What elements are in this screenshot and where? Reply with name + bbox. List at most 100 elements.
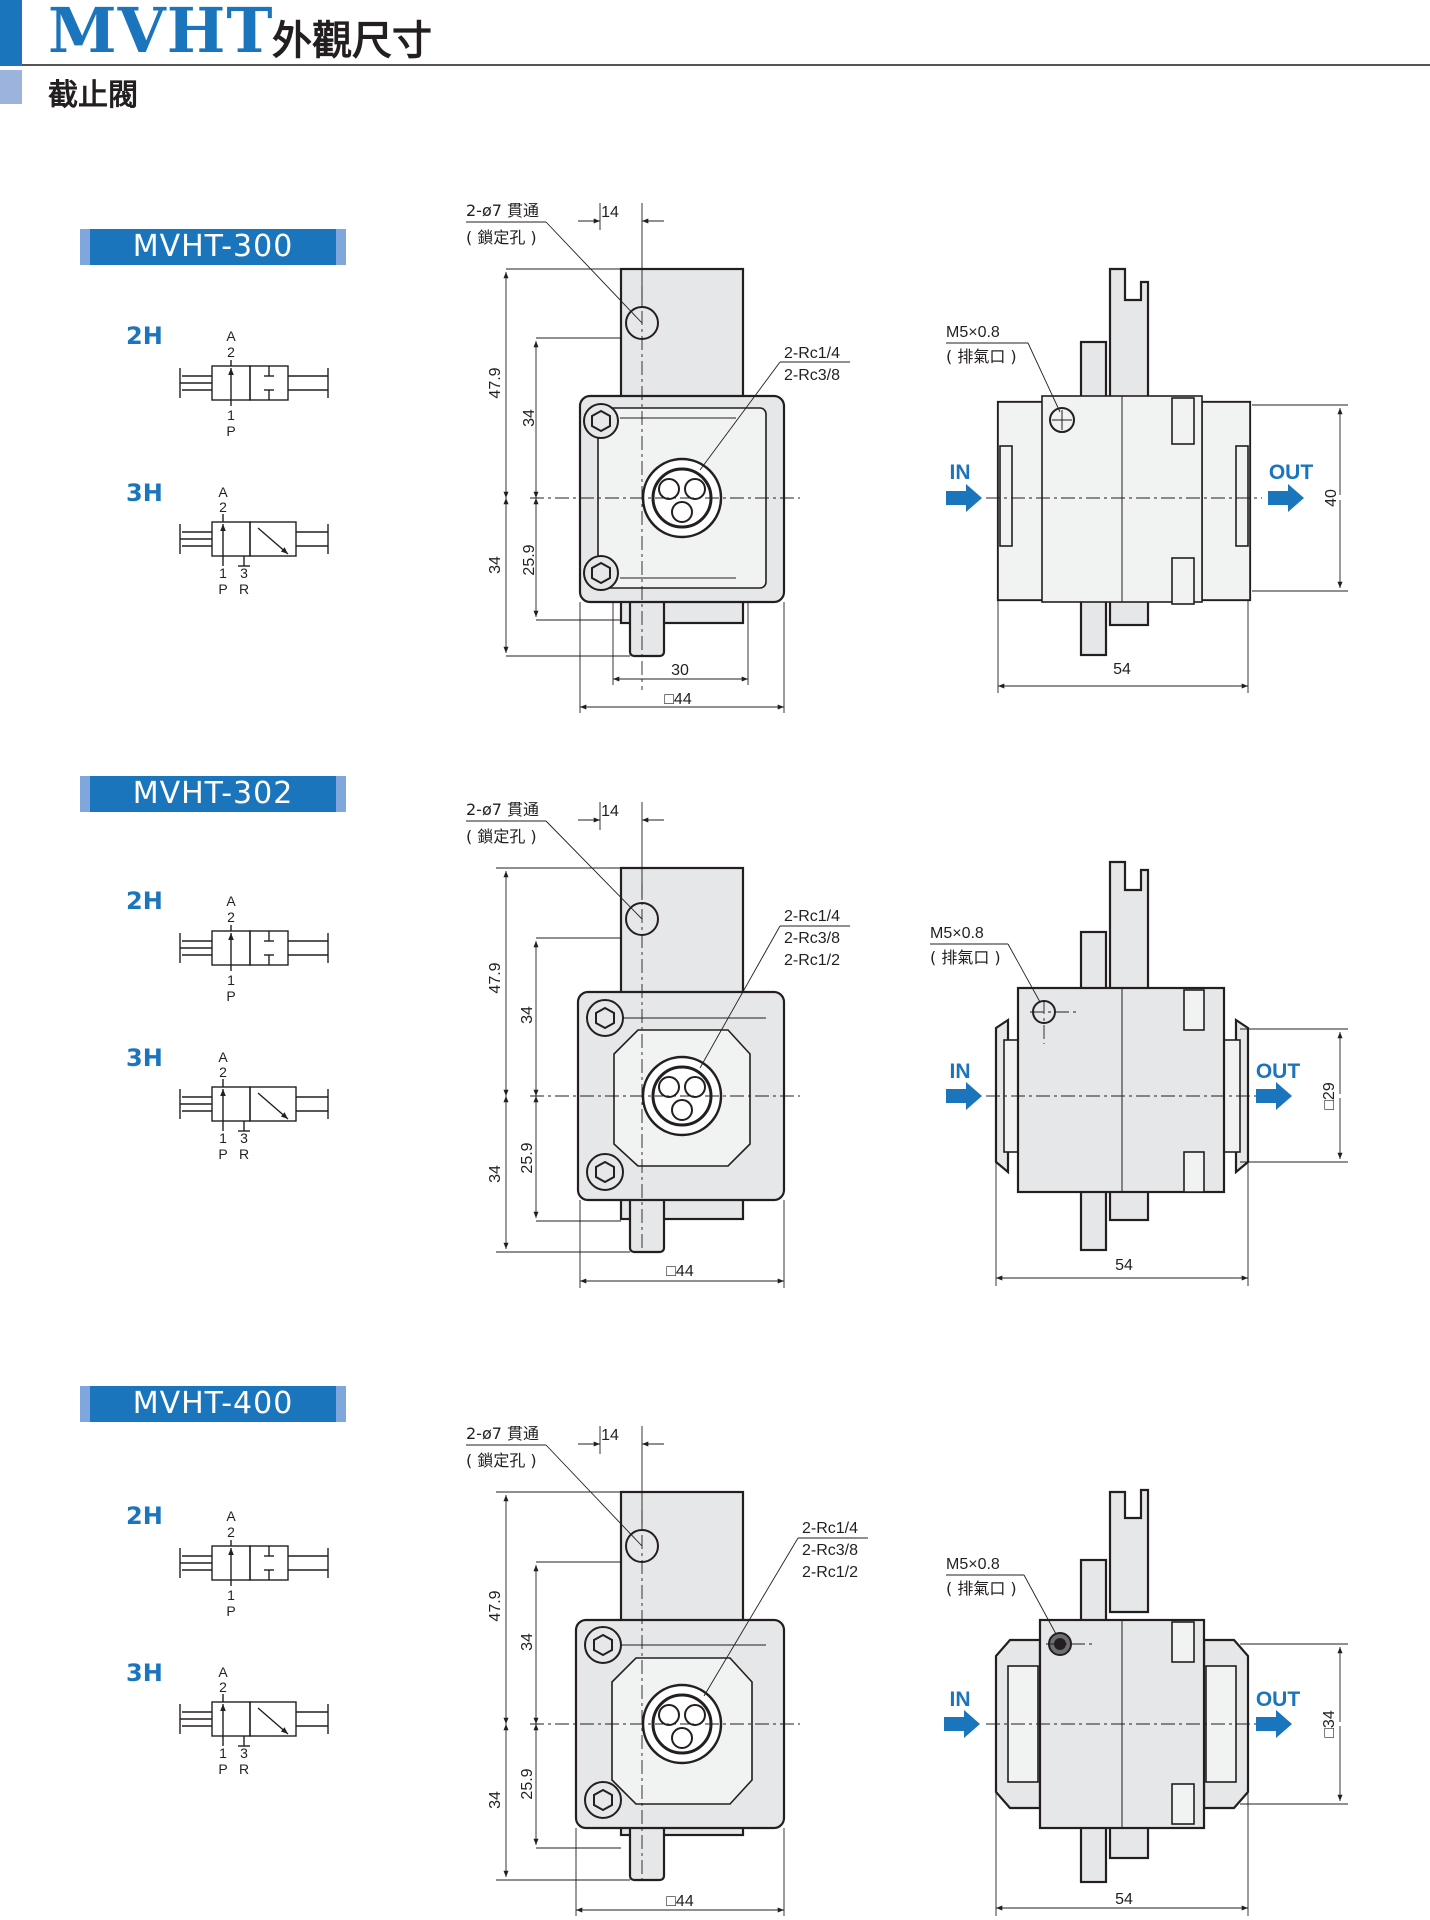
exhaust-note: M5×0.8 bbox=[946, 324, 1000, 341]
dim-side-height: □29 bbox=[1321, 1082, 1338, 1110]
dim-side-height: □34 bbox=[1321, 1710, 1338, 1738]
dim-14: 14 bbox=[601, 1427, 619, 1444]
symbol-2h-diagram: A 2 1 P bbox=[180, 893, 328, 1004]
symbol-2h-diagram: A 2 1 P bbox=[180, 328, 328, 439]
port-label-p: P bbox=[226, 423, 235, 439]
port-note-line-1: 2-Rc1/4 bbox=[784, 908, 840, 925]
exhaust-note-sub: ( 排氣口 ) bbox=[946, 1579, 1017, 1598]
port-label-3: 3 bbox=[240, 1130, 248, 1146]
out-arrow-icon bbox=[1256, 1082, 1292, 1110]
port-label-a: A bbox=[226, 328, 236, 344]
port-label-2: 2 bbox=[219, 499, 227, 515]
port-label-2: 2 bbox=[219, 1064, 227, 1080]
port-label-1: 1 bbox=[227, 407, 235, 423]
symbol-label-3h: 3H bbox=[126, 479, 163, 507]
in-label: IN bbox=[950, 1688, 971, 1711]
port-label-2: 2 bbox=[219, 1679, 227, 1695]
dim-side-height: 40 bbox=[1323, 489, 1340, 507]
subtitle-accent-bar bbox=[0, 70, 22, 104]
symbol-3h-diagram: A 2 1 3 P R bbox=[180, 1664, 328, 1777]
section-mvht-400: A 2 1 P A 2 1 3 P R bbox=[180, 1424, 1348, 1916]
port-label-p: P bbox=[218, 581, 227, 597]
port-label-r: R bbox=[239, 581, 249, 597]
exhaust-note-sub: ( 排氣口 ) bbox=[930, 948, 1001, 967]
port-label-1: 1 bbox=[227, 972, 235, 988]
out-label: OUT bbox=[1256, 1060, 1301, 1083]
port-label-2: 2 bbox=[227, 344, 235, 360]
port-label-a: A bbox=[226, 1508, 236, 1524]
in-arrow-icon bbox=[946, 484, 982, 512]
hole-note: 2-ø7 貫通 bbox=[466, 201, 539, 220]
title-accent-bar bbox=[0, 0, 22, 66]
dim-44: □44 bbox=[664, 691, 692, 708]
port-label-1: 1 bbox=[219, 565, 227, 581]
model-badge-mvht-300: MVHT-300 bbox=[80, 229, 346, 265]
symbol-2h-diagram: A 2 1 P bbox=[180, 1508, 328, 1619]
section-mvht-300: A 2 1 P A 2 1 3 P R bbox=[180, 201, 1348, 713]
port-note-line-1: 2-Rc1/4 bbox=[784, 345, 840, 362]
dim-54: 54 bbox=[1115, 1257, 1133, 1274]
exhaust-note-sub: ( 排氣口 ) bbox=[946, 347, 1017, 366]
model-badge-mvht-302: MVHT-302 bbox=[80, 776, 346, 812]
hole-note-sub: ( 鎖定孔 ) bbox=[466, 228, 537, 247]
port-label-p: P bbox=[226, 1603, 235, 1619]
dim-34-lower: 34 bbox=[487, 1165, 504, 1183]
dim-47-9: 47.9 bbox=[487, 962, 504, 993]
dim-44: □44 bbox=[666, 1893, 694, 1910]
port-label-a: A bbox=[218, 1664, 228, 1680]
section-mvht-302: A 2 1 P A 2 1 3 P R bbox=[180, 800, 1348, 1288]
front-view: 14 2-ø7 貫通 ( 鎖定孔 ) 2-Rc1/4 2-Rc3/8 2-Rc1… bbox=[466, 800, 850, 1288]
out-arrow-icon bbox=[1256, 1710, 1292, 1738]
in-arrow-icon bbox=[946, 1082, 982, 1110]
port-label-1: 1 bbox=[227, 1587, 235, 1603]
dim-34-lower: 34 bbox=[487, 1791, 504, 1809]
out-arrow-icon bbox=[1268, 484, 1304, 512]
symbol-label-2h: 2H bbox=[126, 887, 163, 915]
side-view: M5×0.8 ( 排氣口 ) IN OUT □29 54 bbox=[930, 860, 1348, 1286]
port-label-a: A bbox=[218, 484, 228, 500]
hole-note: 2-ø7 貫通 bbox=[466, 800, 539, 819]
dim-47-9: 47.9 bbox=[487, 367, 504, 398]
symbol-label-2h: 2H bbox=[126, 322, 163, 350]
port-note-line-1: 2-Rc1/4 bbox=[802, 1520, 858, 1537]
dim-44: □44 bbox=[666, 1263, 694, 1280]
page-subtitle: 截止閥 bbox=[48, 78, 138, 113]
model-badge-mvht-400: MVHT-400 bbox=[80, 1386, 346, 1422]
port-note-line-2: 2-Rc3/8 bbox=[784, 930, 840, 947]
exhaust-note: M5×0.8 bbox=[930, 925, 984, 942]
in-label: IN bbox=[950, 461, 971, 484]
hole-note-sub: ( 鎖定孔 ) bbox=[466, 1451, 537, 1470]
symbol-3h-diagram: A 2 1 3 P R bbox=[180, 484, 328, 597]
symbol-label-2h: 2H bbox=[126, 1502, 163, 1530]
port-label-a: A bbox=[218, 1049, 228, 1065]
exhaust-note: M5×0.8 bbox=[946, 1556, 1000, 1573]
front-view: 14 2-ø7 貫通 ( 鎖定孔 ) 2-Rc1/4 2-Rc3/8 2-Rc1… bbox=[466, 1424, 868, 1916]
port-label-p: P bbox=[218, 1761, 227, 1777]
symbol-3h-diagram: A 2 1 3 P R bbox=[180, 1049, 328, 1162]
front-view: 14 2-ø7 貫通 ( 鎖定孔 ) 2-Rc1/4 2-Rc3/8 47.9 … bbox=[466, 201, 850, 713]
side-view: M5×0.8 ( 排氣口 ) IN OUT 40 54 bbox=[946, 267, 1348, 693]
out-label: OUT bbox=[1269, 461, 1314, 484]
port-label-3: 3 bbox=[240, 1745, 248, 1761]
page-title: MVHT bbox=[48, 0, 274, 67]
symbol-label-3h: 3H bbox=[126, 1044, 163, 1072]
dim-34-upper: 34 bbox=[519, 1633, 536, 1651]
dim-14: 14 bbox=[601, 803, 619, 820]
dim-54: 54 bbox=[1115, 1891, 1133, 1908]
page-title-desc: 外觀尺寸 bbox=[272, 17, 432, 64]
port-label-p: P bbox=[226, 988, 235, 1004]
hole-note: 2-ø7 貫通 bbox=[466, 1424, 539, 1443]
dim-34-upper: 34 bbox=[519, 1006, 536, 1024]
port-label-r: R bbox=[239, 1761, 249, 1777]
port-label-1: 1 bbox=[219, 1130, 227, 1146]
port-label-2: 2 bbox=[227, 909, 235, 925]
port-note-line-2: 2-Rc3/8 bbox=[802, 1542, 858, 1559]
port-note-line-3: 2-Rc1/2 bbox=[784, 952, 840, 969]
in-label: IN bbox=[950, 1060, 971, 1083]
port-note-line-3: 2-Rc1/2 bbox=[802, 1564, 858, 1581]
side-view: M5×0.8 ( 排氣口 ) IN OUT □34 54 bbox=[944, 1488, 1348, 1916]
title-bar: MVHT 外觀尺寸 bbox=[0, 0, 1430, 67]
dim-34-lower: 34 bbox=[487, 556, 504, 574]
title-rule bbox=[22, 64, 1430, 66]
port-label-1: 1 bbox=[219, 1745, 227, 1761]
